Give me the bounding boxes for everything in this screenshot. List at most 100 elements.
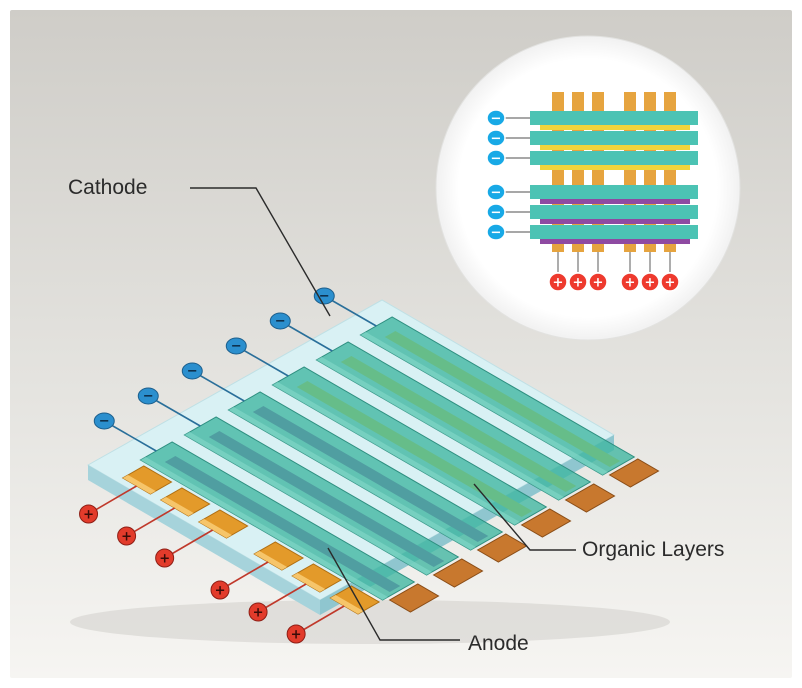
- inset-negative-terminal: [486, 149, 506, 167]
- negative-symbol: −: [275, 314, 286, 329]
- inset-positive-terminal: [588, 272, 608, 292]
- anode-terminal: [117, 526, 137, 546]
- anode-pad: [253, 541, 305, 571]
- positive-symbol: +: [121, 530, 132, 545]
- anode-pads: [121, 465, 381, 615]
- inset-negative-terminal: [486, 223, 506, 241]
- positive-symbol: +: [159, 552, 170, 567]
- inset-row: [530, 151, 698, 165]
- anode-pad: [291, 563, 343, 593]
- inset-negative-terminal: [486, 183, 506, 201]
- back-contact-pad: [564, 483, 616, 513]
- anode-terminal: [79, 504, 99, 524]
- cathode-strip: [271, 366, 548, 526]
- inset-negative-symbol: −: [491, 132, 502, 147]
- inset-organic-stripe: [540, 239, 690, 244]
- cathode-terminal: [181, 362, 203, 380]
- cathode-wire: [279, 320, 333, 352]
- cathode-wire: [103, 420, 157, 452]
- cathode-terminal: [93, 412, 115, 430]
- back-contact-pad: [520, 508, 572, 538]
- inset-positive-symbol: +: [593, 276, 604, 291]
- inset-negative-symbol: −: [491, 152, 502, 167]
- inset-positive-symbol: +: [665, 276, 676, 291]
- cathode-strip: [315, 341, 592, 501]
- inset-negative-symbol: −: [491, 226, 502, 241]
- positive-symbol: +: [215, 584, 226, 599]
- inset-negative-terminal: [486, 109, 506, 127]
- oled-diagram: −−−−−− ++++++ ++++++−−−−−− Cathode Organ…: [10, 10, 792, 678]
- oled-illustration: − − − − − − + + + + + + + + + + + + − − − − − −: [10, 10, 792, 678]
- anode-pad-highlight: [330, 595, 364, 614]
- negative-symbol: −: [99, 414, 110, 429]
- inset-positive-symbol: +: [645, 276, 656, 291]
- positive-symbol: +: [291, 628, 302, 643]
- cathode-label: Cathode: [68, 176, 148, 199]
- inset-schematic: + + + + + + − − − − − −: [435, 35, 741, 341]
- anode-pad-highlight: [198, 519, 232, 538]
- negative-symbol: −: [187, 364, 198, 379]
- cathode-strip-highlight: [360, 332, 608, 475]
- cathode-terminal: [225, 337, 247, 355]
- inset-negative-symbol: −: [491, 206, 502, 221]
- cathode-terminal: [137, 387, 159, 405]
- inset-row: [530, 131, 698, 145]
- cathode-strip-highlight: [140, 457, 388, 600]
- back-contact-pad: [432, 558, 484, 588]
- inset-negative-terminal: [486, 203, 506, 221]
- inset-grid: + + + + + + − − − − − −: [486, 92, 698, 292]
- cathode-strip: [227, 391, 504, 551]
- inset-positive-symbol: +: [573, 276, 584, 291]
- inset-positive-terminal: [660, 272, 680, 292]
- inset-positive-terminal: [640, 272, 660, 292]
- inset-positive-terminal: [568, 272, 588, 292]
- inset-organic-stripe: [540, 165, 690, 170]
- anode-pad: [197, 509, 249, 539]
- inset-organic-stripe: [540, 145, 690, 150]
- cathode-leader-line: [190, 187, 331, 317]
- anode-terminal: [248, 602, 268, 622]
- anode-pad: [329, 585, 381, 615]
- inset-row: [530, 111, 698, 125]
- cathode-terminals: − − − − − −: [93, 287, 377, 452]
- negative-symbol: −: [143, 389, 154, 404]
- inset-organic-stripe: [540, 125, 690, 130]
- anode-terminal: [286, 624, 306, 644]
- anode-terminals: + + + + + +: [79, 485, 345, 644]
- anode-pad-highlight: [292, 573, 326, 592]
- positive-symbol: +: [253, 606, 264, 621]
- negative-symbol: −: [231, 339, 242, 354]
- cathode-wire: [191, 370, 245, 402]
- cathode-strip: [359, 316, 636, 476]
- back-contact-pad: [388, 583, 440, 613]
- cathode-strip-highlight: [228, 407, 476, 550]
- negative-symbol: −: [319, 289, 330, 304]
- back-contact-pad: [608, 458, 660, 488]
- back-contact-pads: [388, 458, 660, 613]
- cathode-terminal: [269, 312, 291, 330]
- inset-positive-symbol: +: [553, 276, 564, 291]
- inset-organic-stripe: [540, 219, 690, 224]
- cathode-wire: [147, 395, 201, 427]
- organic-layers-leader-line: [473, 483, 576, 551]
- anode-pad-highlight: [122, 475, 156, 494]
- anode-pad-highlight: [160, 497, 194, 516]
- inset-positive-terminal: [548, 272, 568, 292]
- positive-symbol: +: [83, 508, 94, 523]
- anode-leader-line: [327, 547, 460, 641]
- cathode-wire: [235, 345, 289, 377]
- anode-terminal: [155, 548, 175, 568]
- inset-negative-symbol: −: [491, 186, 502, 201]
- cathode-strip-highlight: [316, 357, 564, 500]
- cathode-strips: [139, 316, 636, 601]
- inset-positive-terminal: [620, 272, 640, 292]
- inset-negative-symbol: −: [491, 112, 502, 127]
- cathode-strip-highlight: [272, 382, 520, 525]
- cathode-terminal: [313, 287, 335, 305]
- leader-lines: [190, 187, 576, 641]
- cathode-wire: [323, 295, 377, 327]
- inset-negative-terminal: [486, 129, 506, 147]
- inset-row: [530, 205, 698, 219]
- anode-terminal: [210, 580, 230, 600]
- inset-positive-symbol: +: [625, 276, 636, 291]
